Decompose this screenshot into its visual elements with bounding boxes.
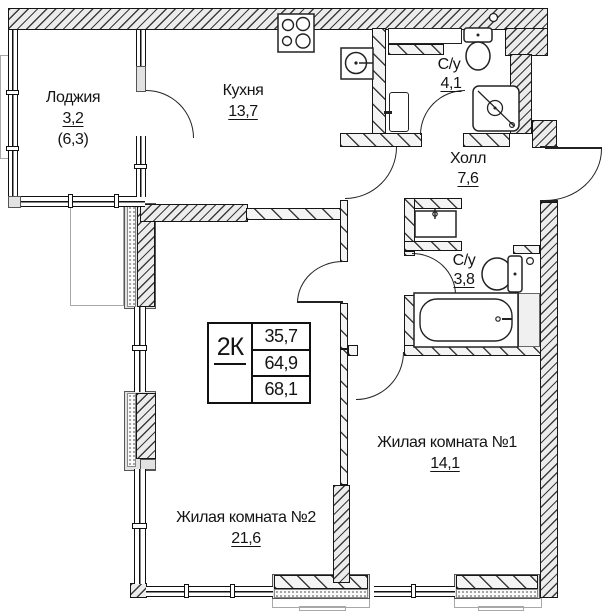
wall bbox=[463, 133, 510, 147]
shaft bbox=[388, 28, 462, 44]
wall bbox=[246, 208, 347, 220]
door-arc bbox=[356, 352, 404, 400]
stove-icon bbox=[277, 13, 315, 53]
wall bbox=[540, 202, 558, 598]
wall bbox=[404, 241, 462, 251]
area-label-kitchen: 13,7 bbox=[228, 103, 258, 120]
window-mullion bbox=[114, 194, 119, 208]
utility-door bbox=[389, 92, 409, 132]
window bbox=[146, 586, 273, 597]
wall bbox=[348, 345, 358, 356]
room-label-loggia: Лоджия bbox=[45, 89, 101, 106]
room-label-bath1: С/у bbox=[437, 56, 461, 73]
wall bbox=[513, 245, 540, 254]
door-stopper-icon bbox=[488, 12, 499, 23]
toilet-icon bbox=[463, 27, 493, 71]
outline bbox=[478, 606, 524, 611]
room-label-room2: Жилая комната №2 bbox=[176, 509, 316, 526]
bathtub-icon bbox=[413, 292, 519, 348]
wall bbox=[505, 28, 548, 56]
wall bbox=[388, 44, 444, 55]
window bbox=[8, 196, 145, 207]
window-mullion bbox=[184, 584, 189, 598]
sink-icon bbox=[414, 209, 457, 238]
window-mullion bbox=[132, 345, 147, 351]
room-label-bath2: С/у bbox=[452, 252, 476, 269]
wall bbox=[340, 349, 348, 485]
wall bbox=[136, 393, 156, 459]
insulation bbox=[456, 589, 538, 598]
door-jamb bbox=[540, 200, 558, 202]
wall bbox=[340, 200, 348, 262]
wall bbox=[456, 575, 538, 589]
area-label-room2: 21,6 bbox=[231, 530, 261, 547]
room-label-hall: Холл bbox=[449, 150, 487, 167]
insulation bbox=[127, 393, 136, 467]
window bbox=[8, 30, 18, 197]
area-label-bath1: 4,1 bbox=[440, 75, 462, 92]
door-leaf bbox=[545, 147, 602, 149]
door-jamb bbox=[540, 146, 558, 148]
shower-tray-icon bbox=[472, 85, 520, 132]
apartment-type: 2К bbox=[209, 324, 253, 402]
window-mullion bbox=[6, 90, 19, 95]
area-label-loggia: 3,2 bbox=[62, 110, 84, 127]
window-mullion bbox=[134, 164, 147, 169]
wall bbox=[372, 28, 386, 140]
area-label-hall: 7,6 bbox=[457, 170, 479, 187]
wall bbox=[340, 133, 422, 147]
utility-door-handle bbox=[384, 111, 392, 114]
door-arc bbox=[420, 90, 465, 135]
door-arc bbox=[146, 90, 194, 138]
door-arc bbox=[412, 253, 456, 295]
outline bbox=[70, 198, 124, 306]
wall bbox=[333, 485, 350, 583]
wall bbox=[130, 583, 147, 598]
wall bbox=[140, 459, 156, 470]
wall bbox=[518, 293, 540, 347]
room-label-room1: Жилая комната №1 bbox=[377, 434, 517, 451]
door-arc bbox=[545, 149, 602, 201]
window-mullion bbox=[6, 146, 19, 151]
window bbox=[136, 30, 146, 66]
wall bbox=[140, 204, 248, 222]
area-total-value: 68,1 bbox=[264, 379, 298, 400]
window-mullion bbox=[411, 584, 416, 598]
door-stopper-icon bbox=[525, 256, 535, 266]
wall bbox=[136, 66, 146, 92]
wall bbox=[340, 303, 348, 349]
outline bbox=[299, 606, 346, 611]
washing-machine-icon bbox=[340, 47, 374, 80]
area-label-bath2: 3,8 bbox=[453, 271, 475, 288]
wall bbox=[532, 120, 557, 148]
door-arc bbox=[345, 147, 397, 199]
area-label-loggia-total: (6,3) bbox=[57, 131, 89, 148]
area-living-value: 35,7 bbox=[253, 324, 309, 351]
window-mullion bbox=[230, 584, 235, 598]
plan-info-box: 2К 35,7 64,9 68,1 bbox=[207, 322, 311, 404]
area-value: 64,9 bbox=[253, 351, 309, 378]
insulation bbox=[127, 205, 136, 307]
window-mullion bbox=[132, 523, 147, 529]
area-label-room1: 14,1 bbox=[430, 455, 460, 472]
wall bbox=[274, 575, 368, 589]
wall bbox=[8, 196, 21, 208]
insulation bbox=[274, 589, 368, 598]
toilet-icon bbox=[481, 255, 523, 293]
window-mullion bbox=[68, 194, 73, 208]
room-label-kitchen: Кухня bbox=[222, 82, 264, 99]
door-arc bbox=[297, 261, 343, 303]
